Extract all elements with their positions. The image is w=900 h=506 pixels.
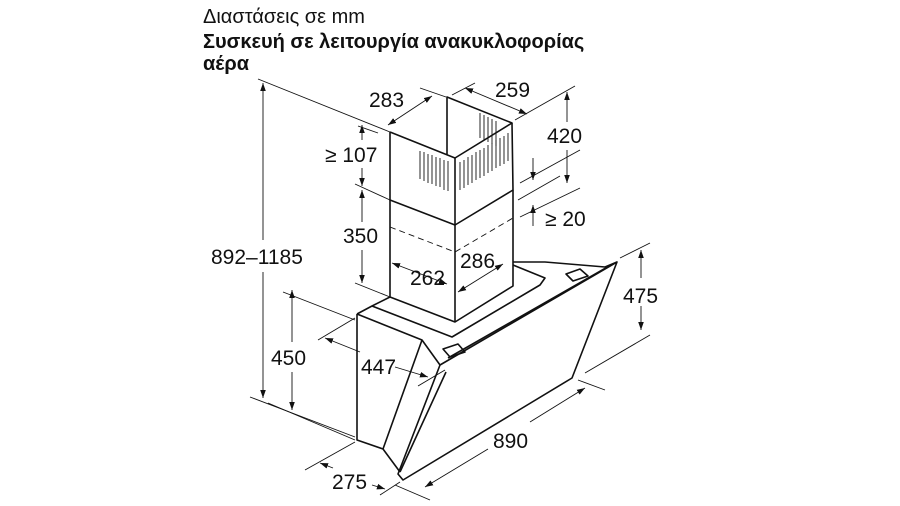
dim-min-107: ≥ 107: [325, 144, 377, 167]
dim-262: 262: [410, 267, 445, 290]
dim-892-1185: 892–1185: [211, 246, 303, 269]
vent-slots-icon: [419, 113, 509, 191]
drawing-title-line1: Συσκευή σε λειτουργία ανακυκλοφορίας: [203, 31, 585, 53]
dim-450: 450: [271, 347, 306, 370]
dim-350: 350: [343, 225, 378, 248]
drawing-subtitle: Διαστάσεις σε mm: [203, 6, 365, 28]
dim-286: 286: [460, 250, 495, 273]
drawing-title-line2: αέρα: [203, 53, 249, 75]
dimension-labels: 283 259 420 ≥ 107 350 ≥ 20 262 286 892–1…: [211, 79, 658, 494]
dim-259: 259: [495, 79, 530, 102]
dim-420: 420: [547, 125, 582, 148]
lower-chimney: [389, 190, 514, 323]
dimension-lines: [260, 83, 644, 490]
dim-475: 475: [623, 285, 658, 308]
dim-447: 447: [361, 356, 396, 379]
dim-890: 890: [493, 430, 528, 453]
hinge-right-icon: [565, 268, 589, 282]
hinge-left-icon: [442, 343, 466, 358]
extension-lines: [249, 78, 651, 501]
dim-283: 283: [369, 89, 404, 112]
dim-min-20: ≥ 20: [545, 208, 586, 231]
hood-body: [356, 261, 618, 481]
dim-275: 275: [332, 471, 367, 494]
upper-chimney: [389, 96, 514, 226]
